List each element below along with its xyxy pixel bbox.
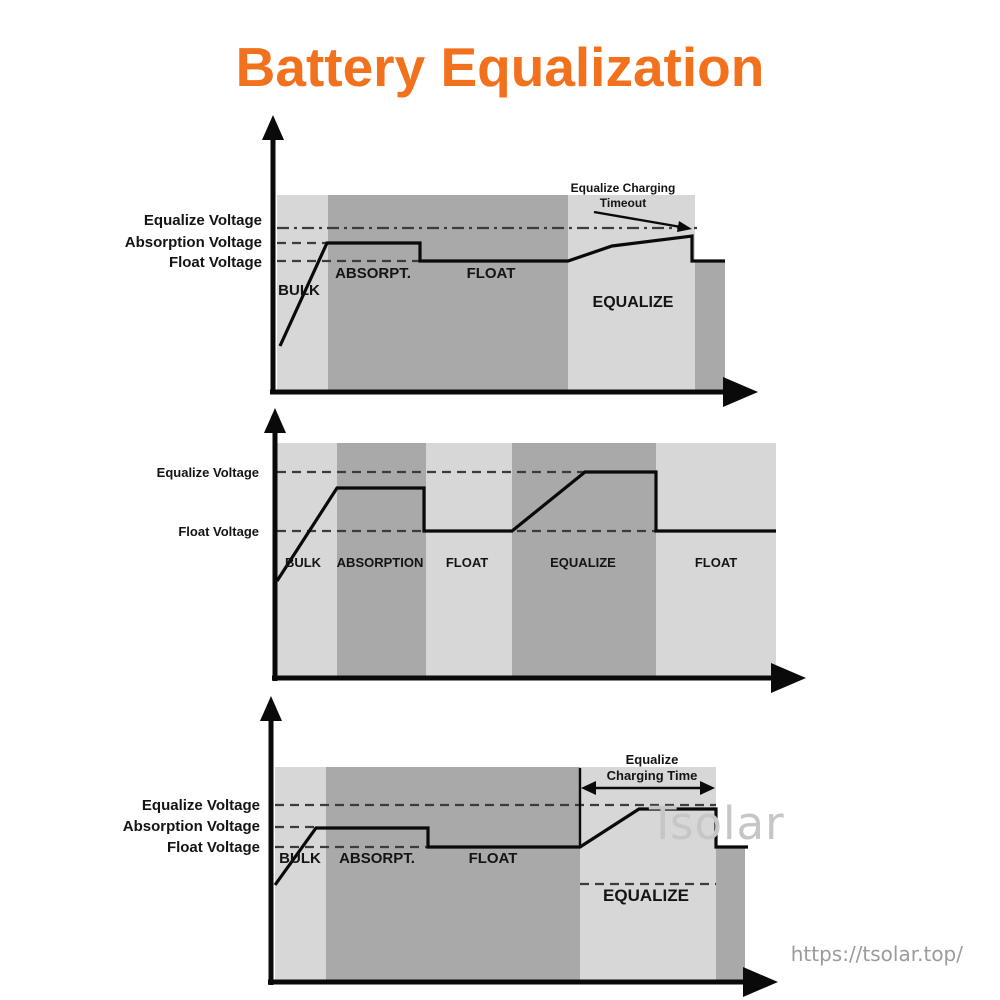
chart2-voltage-curve <box>275 470 776 582</box>
chart1-band-after-equalize <box>695 261 725 392</box>
chart2-x-axis-arrow-icon <box>771 663 806 693</box>
chart3-band-after-equalize <box>716 846 745 982</box>
chart3-x-axis-arrow-icon <box>743 967 778 997</box>
chart2-band-equalize <box>512 443 656 678</box>
chart2-y-axis-arrow-icon <box>264 408 286 433</box>
chart1-plot <box>262 115 758 407</box>
chart3-y-axis-arrow-icon <box>260 696 282 721</box>
chart2-band-bulk <box>277 443 337 678</box>
chart3-voltage-curve <box>273 807 748 886</box>
chart3-span-right-arrow-icon <box>700 781 715 795</box>
chart3-span-left-arrow-icon <box>581 781 596 795</box>
chart3-plot <box>260 696 778 997</box>
tsolar-watermark: Tsolar <box>649 797 785 850</box>
chart2-band-absorption <box>337 443 426 678</box>
chart3-band-equalize <box>580 767 716 982</box>
chart2-band-float <box>426 443 512 678</box>
chart2-band-float-2 <box>656 443 776 678</box>
chart1-band-absorption-float <box>328 195 568 392</box>
chart1-y-axis-arrow-icon <box>262 115 284 140</box>
chart2-plot <box>264 408 806 693</box>
chart1-band-equalize <box>568 195 695 392</box>
chart1-timeout-pointer-line <box>593 210 682 229</box>
chart1-x-axis-arrow-icon <box>723 377 758 407</box>
chart1-voltage-curve <box>278 234 725 347</box>
chart1-timeout-arrow-icon <box>677 221 692 232</box>
page-title: Battery Equalization <box>235 36 765 98</box>
source-url: https://tsolar.top/ <box>790 942 963 966</box>
chart3-band-absorption-float <box>326 767 580 982</box>
